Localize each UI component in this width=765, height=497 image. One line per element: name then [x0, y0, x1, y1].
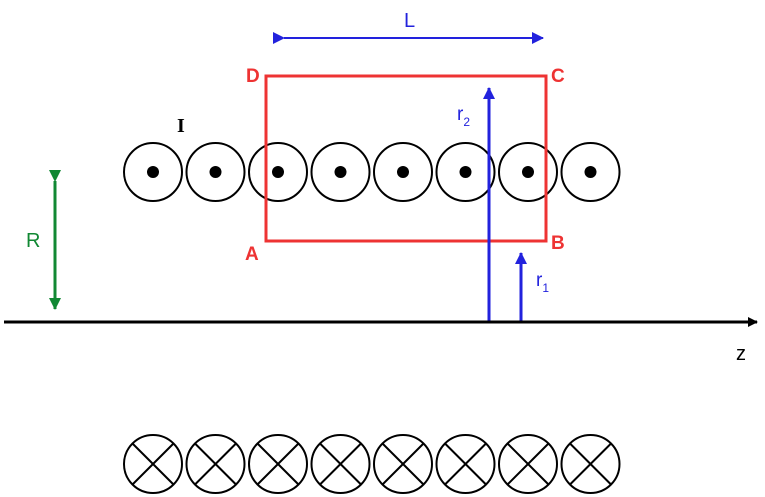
wire-out-of-page — [498, 142, 558, 202]
z-axis-label: z — [736, 343, 746, 365]
wire-into-page — [560, 434, 621, 494]
wire-out-of-page — [123, 142, 183, 202]
current-label: I — [177, 115, 185, 137]
wire-into-page — [498, 434, 558, 494]
wire-out-of-page — [373, 142, 433, 202]
corner-label-b: B — [551, 233, 565, 254]
wire-out-of-page — [310, 142, 371, 202]
wire-into-page — [248, 434, 308, 494]
length-label: L — [404, 10, 415, 32]
wire-out-of-page — [435, 142, 496, 202]
radius-label: R — [26, 230, 40, 252]
corner-label-c: C — [551, 66, 565, 87]
corner-label-a: A — [245, 244, 259, 265]
wire-out-of-page — [560, 142, 621, 202]
r1-label: r1 — [536, 270, 549, 295]
amperian-loop — [264, 74, 548, 243]
r2-label: r2 — [457, 104, 470, 129]
bottom-wire-row — [123, 434, 621, 494]
wire-into-page — [123, 434, 183, 494]
wire-into-page — [373, 434, 433, 494]
corner-label-d: D — [246, 66, 260, 87]
wire-into-page — [435, 434, 496, 494]
wire-into-page — [310, 434, 371, 494]
top-wire-row — [123, 142, 621, 202]
wire-out-of-page — [185, 142, 246, 202]
wire-into-page — [185, 434, 246, 494]
wire-out-of-page — [248, 142, 308, 202]
